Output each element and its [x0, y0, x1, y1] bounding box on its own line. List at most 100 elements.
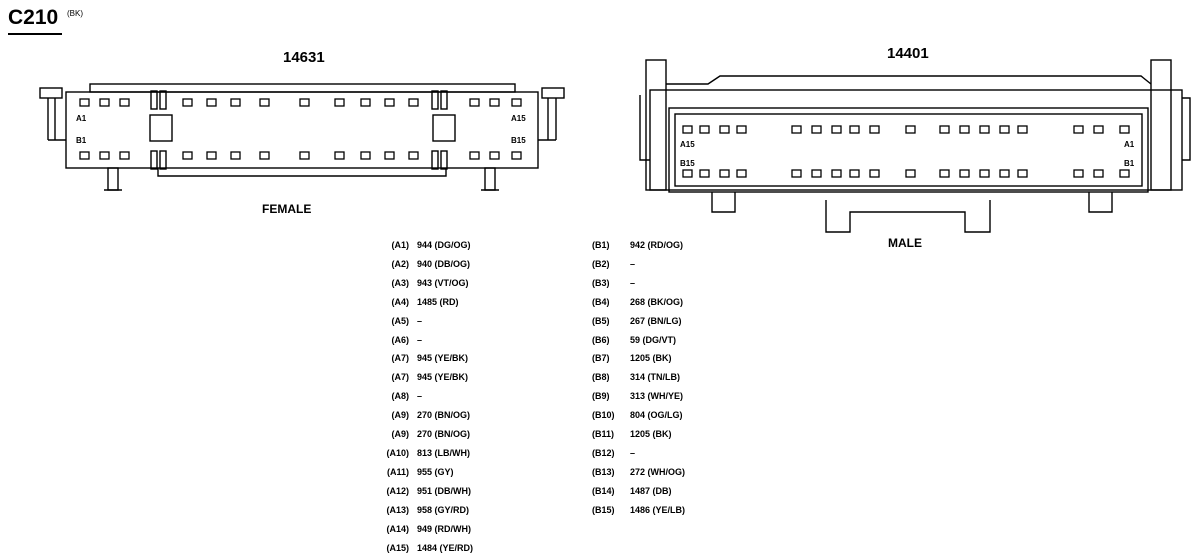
- pin-id: (A1): [391, 240, 410, 250]
- pin-id: (A7): [391, 372, 410, 383]
- female-label-bottom-right: B15: [511, 136, 526, 145]
- pin-wire: 1484 (YE/RD): [417, 542, 474, 553]
- pin-id: (A5): [391, 315, 410, 326]
- pinout-row: (A1) 944 (DG/OG): [369, 236, 473, 255]
- pin-id: (B10): [592, 410, 615, 421]
- pin-wire: 313 (WH/YE): [630, 391, 684, 402]
- pin-wire: 268 (BK/OG): [630, 296, 684, 307]
- pin-id: (B7): [592, 353, 610, 364]
- pin-id: (B12): [592, 447, 615, 458]
- pinout-row: (B13) 272 (WH/OG): [592, 463, 685, 482]
- male-connector-drawing: [639, 59, 1191, 233]
- pinout-row: (B1) 942 (RD/OG): [592, 236, 685, 255]
- pin-id: (B13): [592, 466, 615, 477]
- pinout-row: (B15) 1486 (YE/LB): [592, 501, 685, 520]
- pin-wire: 1205 (BK): [630, 429, 672, 440]
- pinout-row: (B5) 267 (BN/LG): [592, 312, 685, 331]
- pinout-row: (B7) 1205 (BK): [592, 349, 685, 368]
- pin-wire: 1485 (RD): [417, 296, 459, 307]
- pin-id: (A6): [391, 334, 410, 345]
- pinout-row: (A8)–: [369, 387, 473, 406]
- male-label-bottom-right: B1: [1124, 159, 1135, 168]
- pin-wire: 270 (BN/OG): [417, 410, 471, 421]
- pin-id: (B3): [592, 277, 610, 288]
- pin-wire: –: [417, 334, 423, 345]
- pin-id: (A14): [386, 523, 409, 534]
- pinout-list-a: (A1) 944 (DG/OG) (A2) 940 (DB/OG) (A3)943 (V…: [369, 236, 473, 557]
- pin-wire: –: [630, 277, 636, 288]
- pin-wire: 804 (OG/LG): [630, 410, 683, 421]
- pin-id: (B11): [592, 429, 615, 440]
- pin-wire: 272 (WH/OG): [630, 466, 686, 477]
- female-label-bottom-left: B1: [76, 136, 87, 145]
- pin-wire: –: [417, 391, 423, 402]
- pin-wire: 949 (RD/WH): [417, 523, 472, 534]
- pin-wire: 955 (GY): [417, 466, 454, 477]
- pin-wire: 59 (DG/VT): [630, 334, 677, 345]
- title-underline: [8, 33, 62, 35]
- connector-color-code: (BK): [67, 9, 83, 18]
- pin-id: (A15): [386, 542, 409, 553]
- pinout-row: (A5)–: [369, 312, 473, 331]
- pin-id: (A4): [391, 296, 410, 307]
- pin-wire: –: [630, 447, 636, 458]
- pin-wire: 958 (GY/RD): [417, 504, 470, 515]
- pin-wire: 1486 (YE/LB): [630, 504, 686, 515]
- pin-wire: 1487 (DB): [630, 485, 672, 496]
- pinout-row: (B12) –: [592, 444, 685, 463]
- pin-wire: –: [417, 315, 423, 326]
- pinout-row: (A3)943 (VT/OG): [369, 274, 473, 293]
- pin-wire: –: [630, 258, 636, 269]
- pin-wire: 314 (TN/LB): [630, 372, 681, 383]
- pinout-row: (B14) 1487 (DB): [592, 482, 685, 501]
- pinout-row: (A2) 940 (DB/OG): [369, 255, 473, 274]
- pin-id: (B15): [592, 504, 615, 515]
- pin-id: (B5): [592, 315, 610, 326]
- pin-id: (A3): [391, 277, 410, 288]
- female-label: FEMALE: [262, 202, 312, 216]
- female-connector-drawing: [39, 83, 565, 191]
- female-label-top-left: A1: [76, 114, 87, 123]
- pin-id: (A8): [391, 391, 410, 402]
- male-label: MALE: [888, 236, 922, 250]
- pinout-row: (B2)–: [592, 255, 685, 274]
- pin-id: (A10): [386, 447, 409, 458]
- pin-id: (A12): [386, 485, 409, 496]
- pin-wire: 270 (BN/OG): [417, 429, 471, 440]
- male-label-bottom-left: B15: [680, 159, 695, 168]
- pinout-row: (A14) 949 (RD/WH): [369, 520, 473, 539]
- pin-id: (B8): [592, 372, 610, 383]
- pinout-row: (A4) 1485 (RD): [369, 293, 473, 312]
- pin-id: (A11): [386, 466, 409, 477]
- pinout-row: (A7)945 (YE/BK): [369, 368, 473, 387]
- pinout-row: (A9)270 (BN/OG): [369, 425, 473, 444]
- female-part-number: 14631: [283, 49, 325, 66]
- pinout-row: (B10) 804 (OG/LG): [592, 406, 685, 425]
- pinout-row: (B3) –: [592, 274, 685, 293]
- pinout-row: (B9) 313 (WH/YE): [592, 387, 685, 406]
- pin-wire: 942 (RD/OG): [630, 240, 684, 250]
- male-label-top-left: A15: [680, 140, 695, 149]
- pin-id: (A13): [386, 504, 409, 515]
- pin-id: (A2): [391, 258, 410, 269]
- pin-wire: 813 (LB/WH): [417, 447, 471, 458]
- pinout-list-b: (B1)942 (RD/OG)(B2)–(B3)–(B4)268 (BK/OG)…: [592, 236, 685, 520]
- female-label-top-right: A15: [511, 114, 526, 123]
- pinout-row: (B11) 1205 (BK): [592, 425, 685, 444]
- pinout-row: (A13) 958 (GY/RD): [369, 501, 473, 520]
- pin-wire: 940 (DB/OG): [417, 258, 471, 269]
- pin-id: (B1): [592, 240, 610, 250]
- pin-id: (A7): [391, 353, 410, 364]
- male-label-top-right: A1: [1124, 140, 1135, 149]
- connector-title: C210: [8, 6, 59, 29]
- pin-id: (B6): [592, 334, 610, 345]
- pinout-row: (A10) 813 (LB/WH): [369, 444, 473, 463]
- pinout-row: (A9)270 (BN/OG): [369, 406, 473, 425]
- pin-wire: 944 (DG/OG): [417, 240, 471, 250]
- pin-wire: 945 (YE/BK): [417, 353, 469, 364]
- pin-id: (B14): [592, 485, 615, 496]
- pin-id: (B9): [592, 391, 610, 402]
- pin-wire: 267 (BN/LG): [630, 315, 682, 326]
- pin-wire: 1205 (BK): [630, 353, 672, 364]
